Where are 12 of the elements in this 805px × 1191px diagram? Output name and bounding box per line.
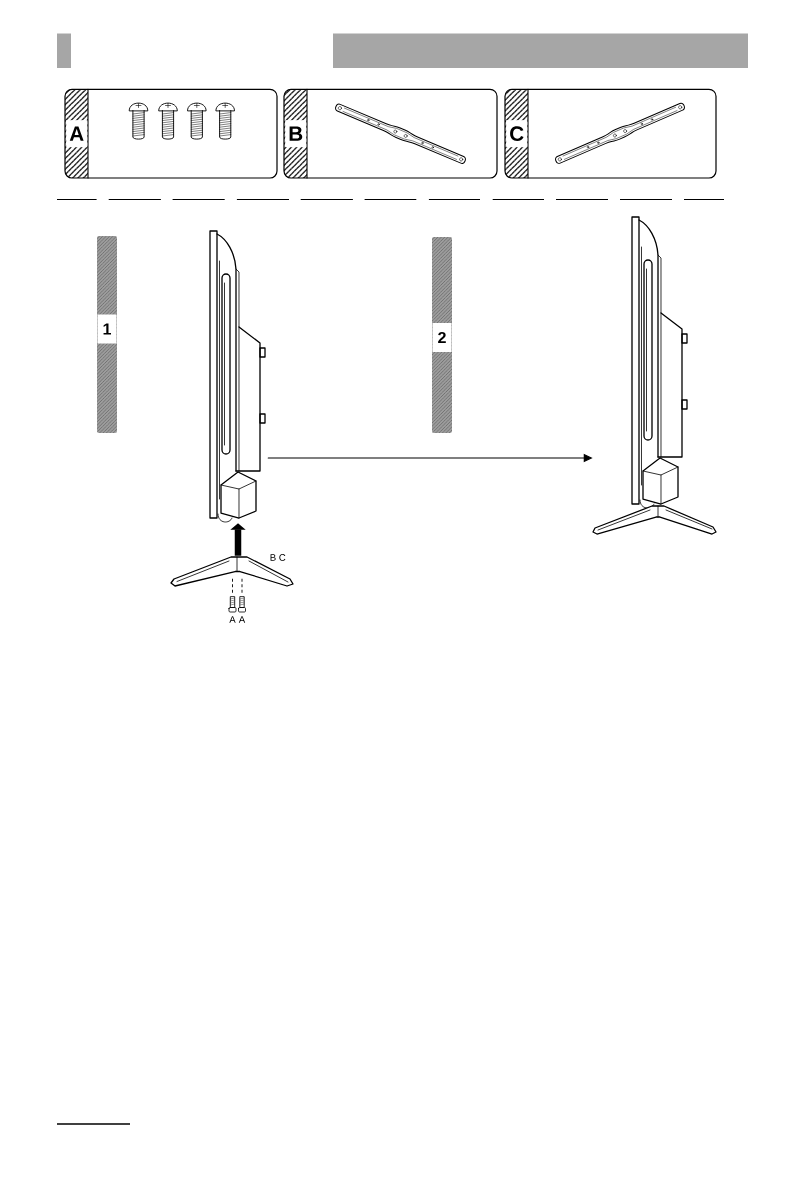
television-drawing xyxy=(592,216,717,535)
part-label: B C xyxy=(270,554,286,561)
parts-panel: C xyxy=(504,88,717,179)
television-drawing xyxy=(209,230,266,523)
part-label: A xyxy=(229,616,236,623)
part-label: A xyxy=(238,616,246,623)
step-number: 1 xyxy=(97,314,117,344)
guide-line xyxy=(241,576,243,594)
parts-panel: B xyxy=(283,88,498,179)
parts-panel: A xyxy=(64,88,278,179)
step-number: 2 xyxy=(432,323,452,352)
guide-line xyxy=(232,576,233,594)
